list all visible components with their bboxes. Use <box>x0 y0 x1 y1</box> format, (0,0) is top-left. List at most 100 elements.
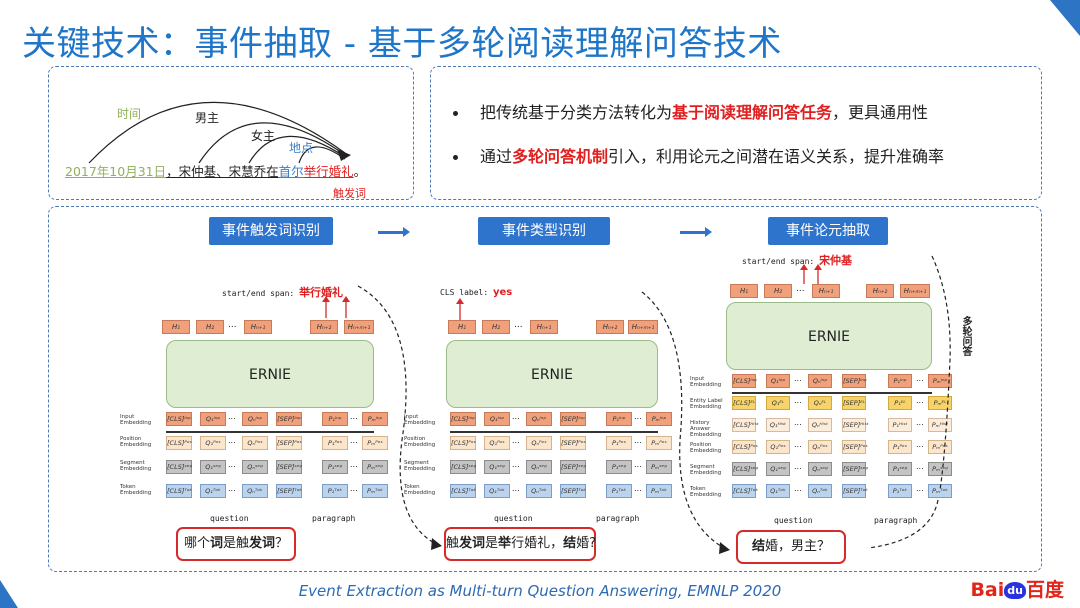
embedding-cell: Qₙˢᵉᵍ <box>808 462 832 476</box>
hidden-state: Hₙ₊ₘ₊₁ <box>344 320 374 334</box>
embedding-ellipsis: ... <box>794 440 802 449</box>
row-label: Entity Label Embedding <box>690 398 723 410</box>
embedding-cell: Pₘˢᵉᵍ <box>646 460 672 474</box>
embedding-cell: P₁ᴱᴸ <box>888 396 912 410</box>
embedding-cell: Q₁ᴱᴸ <box>766 396 790 410</box>
embedding-cell: Qₙᴴⁱˢᵗ <box>808 418 832 432</box>
embedding-cell: Pₘᵀᵒᵏ <box>646 484 672 498</box>
hidden-ellipsis: ... <box>796 284 805 294</box>
embedding-ellipsis: ... <box>634 484 642 493</box>
row-label: Position Embedding <box>120 436 152 448</box>
embedding-cell: [CLS]ᵀᵒᵏ <box>732 484 758 498</box>
bullet-1-highlight: 基于阅读理解问答任务 <box>672 103 833 122</box>
embedding-cell: Qₙᴵⁿᵖ <box>242 412 268 426</box>
stage-arrow <box>378 227 410 237</box>
embedding-ellipsis: ... <box>350 484 358 493</box>
embedding-ellipsis: ... <box>634 436 642 445</box>
embedding-ellipsis: ... <box>512 412 520 421</box>
hidden-state: Hₙ₊₁ <box>530 320 558 334</box>
embedding-ellipsis: ... <box>916 418 924 427</box>
panel3-hidden-row: H₁ H₂ ... Hₙ₊₁ Hₙ₊₂ Hₙ₊ₘ₊₁ <box>730 284 938 298</box>
bullet-1-tail: ，更具通用性 <box>832 103 929 122</box>
panel1-hidden-row: H₁ H₂ ... Hₙ₊₁ Hₙ₊₂ Hₙ₊ₘ₊₁ <box>158 320 378 334</box>
embedding-cell: P₁ᴴⁱˢᵗ <box>888 418 912 432</box>
embedding-cell: [CLS]ᴾᵒˢ <box>166 436 192 450</box>
embedding-cell: P₁ᴵⁿᵖ <box>322 412 348 426</box>
embedding-cell: Qₙᵀᵒᵏ <box>808 484 832 498</box>
embedding-cell: Q₁ˢᵉᵍ <box>200 460 226 474</box>
page-title: 关键技术：事件抽取 - 基于多轮阅读理解问答技术 <box>22 24 782 64</box>
embedding-cell: [CLS]ˢᵉᵍ <box>450 460 476 474</box>
paragraph-label: paragraph <box>596 514 640 523</box>
span-arrows <box>800 264 822 284</box>
embedding-cell: Qₙᴾᵒˢ <box>242 436 268 450</box>
embedding-cell: Pₘᴵⁿᵖ <box>362 412 388 426</box>
embedding-cell: Q₁ᴾᵒˢ <box>200 436 226 450</box>
hidden-ellipsis: ... <box>228 320 237 330</box>
hidden-state: H₂ <box>764 284 792 298</box>
embedding-cell: [SEP]ᴱᴸ <box>842 396 866 410</box>
embedding-ellipsis: ... <box>228 460 236 469</box>
embedding-cell: Qₙᴵⁿᵖ <box>526 412 552 426</box>
embedding-cell: [CLS]ˢᵉᵍ <box>732 462 758 476</box>
embedding-cell: Pₘᵀᵒᵏ <box>362 484 388 498</box>
example-box: 时间 男主 女主 地点 2017年10月31日，宋仲基、宋慧乔在首尔举行婚礼。 … <box>48 66 414 200</box>
embedding-cell: Q₁ˢᵉᵍ <box>766 462 790 476</box>
example-sentence: 2017年10月31日，宋仲基、宋慧乔在首尔举行婚礼。 <box>65 161 366 180</box>
embedding-cell: P₁ᵀᵒᵏ <box>322 484 348 498</box>
embedding-cell: [CLS]ᵀᵒᵏ <box>166 484 192 498</box>
embedding-cell: P₁ᴵⁿᵖ <box>606 412 632 426</box>
hidden-state: H₁ <box>162 320 190 334</box>
row-label: Input Embedding <box>690 376 722 388</box>
embedding-cell: [SEP]ᴵⁿᵖ <box>560 412 586 426</box>
embedding-cell: Qₙᴾᵒˢ <box>808 440 832 454</box>
hidden-state: H₂ <box>482 320 510 334</box>
row-label: Token Embedding <box>120 484 152 496</box>
embedding-cell: Pₘᵀᵒᵏ <box>928 484 952 498</box>
panel3-query: 结婚，男主？ <box>736 530 846 564</box>
panel3-span-label: start/end span: 宋仲基 <box>742 254 853 267</box>
embedding-ellipsis: ... <box>916 462 924 471</box>
embedding-cell: P₁ᴾᵒˢ <box>322 436 348 450</box>
pipeline-panel <box>48 206 1042 572</box>
embedding-ellipsis: ... <box>916 440 924 449</box>
sentence-time: 2017年10月31日 <box>65 164 167 179</box>
trigger-label: 触发词 <box>333 187 366 200</box>
embedding-cell: Q₁ᵀᵒᵏ <box>484 484 510 498</box>
sentence-persons: ，宋仲基、宋慧乔在 <box>166 164 279 179</box>
sentence-end: 。 <box>353 164 367 179</box>
bullet-dot <box>453 111 458 116</box>
hidden-state: Hₙ₊ₘ₊₁ <box>900 284 930 298</box>
embedding-ellipsis: ... <box>228 412 236 421</box>
embedding-cell: [SEP]ˢᵉᵍ <box>276 460 302 474</box>
embedding-cell: [CLS]ᴵⁿᵖ <box>732 374 757 388</box>
sentence-place: 首尔 <box>278 164 304 179</box>
citation-footer: Event Extraction as Multi-turn Question … <box>298 582 782 600</box>
panel1-ernie: ERNIE <box>166 340 374 408</box>
arc-label-female: 女主 <box>251 129 276 143</box>
row-label: History Answer Embedding <box>690 420 722 438</box>
embedding-ellipsis: ... <box>634 412 642 421</box>
paragraph-label: paragraph <box>312 514 356 523</box>
embedding-cell: [SEP]ᵀᵒᵏ <box>560 484 586 498</box>
embedding-ellipsis: ... <box>228 436 236 445</box>
row-label: Token Embedding <box>690 486 722 498</box>
embedding-cell: [SEP]ᴴⁱˢᵗ <box>842 418 869 432</box>
embedding-cell: P₁ᴾᵒˢ <box>606 436 632 450</box>
bullet-1-text: 把传统基于分类方法转化为 <box>480 103 673 122</box>
embedding-ellipsis: ... <box>916 374 924 383</box>
embedding-cell: [SEP]ᴾᵒˢ <box>276 436 302 450</box>
hidden-state: H₁ <box>730 284 758 298</box>
embedding-ellipsis: ... <box>634 460 642 469</box>
stage-type-classification: 事件类型识别 <box>478 217 610 245</box>
embedding-ellipsis: ... <box>512 460 520 469</box>
hidden-ellipsis: ... <box>514 320 523 330</box>
embedding-cell: P₁ᵀᵒᵏ <box>606 484 632 498</box>
logo-text-bai: Bai <box>970 579 1005 601</box>
panel1-span-label: start/end span: 举行婚礼 <box>222 286 344 299</box>
embedding-cell: P₁ᴾᵒˢ <box>888 440 912 454</box>
